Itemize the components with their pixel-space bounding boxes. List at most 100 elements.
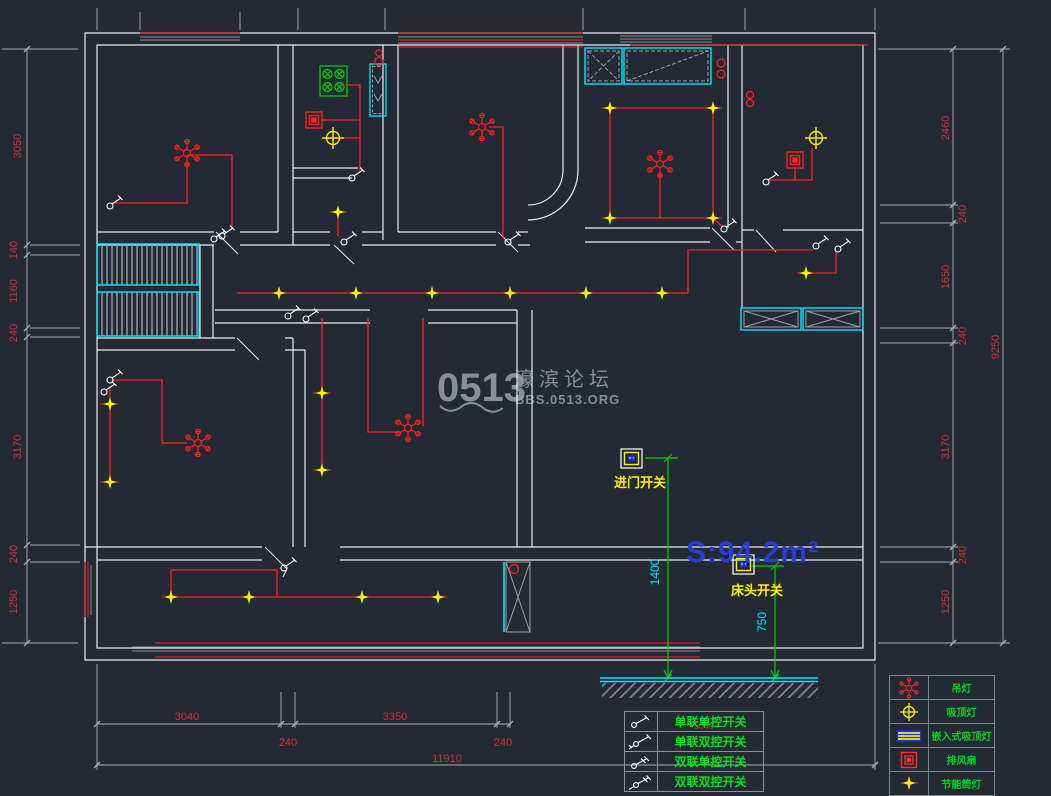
- exhaust-fan-icon: [890, 748, 929, 771]
- chandelier-icon: [395, 413, 421, 443]
- downlight-icon: [796, 265, 816, 281]
- legend-row: 吸顶灯: [890, 699, 994, 723]
- chandelier-icon: [174, 138, 200, 168]
- downlight-icon: [161, 589, 181, 605]
- floor-line: [600, 677, 818, 683]
- switch-legend-row: 双联双控开关: [625, 771, 763, 791]
- radiator-grille: [96, 243, 200, 337]
- dim-left-3: 240: [8, 324, 20, 342]
- window-lines: [90, 35, 712, 652]
- single-gang-single-control-switch-icon: [625, 712, 658, 731]
- watermark-logo: 0513: [437, 366, 526, 410]
- dim-bottom-3: 240: [494, 737, 512, 749]
- window-accent-lines: [84, 32, 868, 658]
- gas-stove: [319, 65, 348, 97]
- dim-left-5: 240: [8, 545, 20, 563]
- switch-icon: [284, 304, 302, 320]
- dim-right-2: 1650: [940, 265, 952, 289]
- sink-symbol: [374, 49, 755, 108]
- switch-legend-row: 双联单控开关: [625, 751, 763, 771]
- dim-right-1: 240: [957, 205, 969, 223]
- entry-switch-height: 1400: [648, 558, 662, 585]
- dim-left-6: 1250: [8, 590, 20, 614]
- fixtures: [96, 47, 864, 633]
- downlight-icon: [652, 285, 672, 301]
- switch-legend-label: 双联双控开关: [674, 775, 747, 789]
- dim-left-1: 140: [8, 241, 20, 259]
- wall-divider: [516, 310, 533, 547]
- switch-icon: [504, 230, 522, 246]
- wardrobe: [584, 47, 712, 85]
- walls: [84, 32, 876, 661]
- switch-legend-label: 单联单控开关: [674, 715, 747, 729]
- balcony-cabinet: [503, 561, 531, 633]
- switch-icon: [348, 166, 366, 182]
- wiring: [109, 84, 837, 598]
- switch-icon: [100, 380, 118, 396]
- fridge: [369, 63, 387, 117]
- dim-bottom-total: 11910: [432, 753, 462, 765]
- downlight-icon: [269, 285, 289, 301]
- light-symbols: [100, 100, 828, 605]
- dim-left-2: 1160: [8, 279, 20, 303]
- downlight-icon: [312, 385, 332, 401]
- switch-icon: [834, 237, 852, 253]
- legend-label: 吸顶灯: [946, 708, 977, 719]
- exhaust-fan-icon: [305, 111, 323, 129]
- door-swings: [215, 227, 777, 578]
- switch-icon: [106, 368, 124, 384]
- bedside-switch-label: 床头开关: [731, 583, 783, 598]
- legend-row: 节能筒灯: [890, 771, 994, 795]
- legend-label: 嵌入式吸顶灯: [931, 732, 992, 743]
- downlight-icon: [500, 285, 520, 301]
- dim-right-0: 2460: [940, 116, 952, 140]
- switch-icon: [762, 170, 780, 186]
- legend-label: 吊灯: [951, 684, 972, 695]
- chandelier-icon: [890, 676, 929, 699]
- legend-label: 排风扇: [946, 756, 977, 767]
- downlight-icon: [576, 285, 596, 301]
- area-label: S:94.2m²: [686, 536, 819, 569]
- switch-legend-row: 单联双控开关: [625, 731, 763, 751]
- dim-right-4: 3170: [940, 435, 952, 459]
- energy-downlight-icon: [890, 772, 929, 795]
- dim-left-0: 3050: [12, 134, 24, 158]
- dimension-lines: [2, 8, 1010, 770]
- bedside-switch-height: 750: [755, 612, 769, 632]
- downlight-icon: [600, 100, 620, 116]
- dim-bottom-1: 240: [279, 737, 297, 749]
- single-gang-two-way-switch-icon: [625, 732, 658, 751]
- double-gang-two-way-switch-icon: [625, 772, 658, 791]
- floor-plan-drawing: 0513 濠滨论坛 BBS.0513.ORG 进门开关 床头开关 1400 75…: [2, 8, 1010, 770]
- downlight-icon: [100, 474, 120, 490]
- downlight-icon: [328, 204, 348, 220]
- ceiling-lamp-icon: [804, 126, 828, 150]
- dimension-labels: 3050 140 1160 240 3170 240 1250 2460 240…: [8, 116, 1002, 765]
- bedside-switch-box: [732, 554, 755, 575]
- entry-switch-box: [620, 448, 643, 469]
- watermark-wave: [439, 402, 504, 413]
- downlight-icon: [100, 396, 120, 412]
- switch-legend: 单联单控开关 单联双控开关 双联单控开关 双联双控开关: [624, 711, 764, 792]
- switch-icon: [280, 556, 298, 572]
- dim-bottom-2: 3350: [383, 711, 407, 723]
- exhaust-fan-icon: [786, 151, 804, 169]
- downlight-icon: [703, 100, 723, 116]
- cad-canvas: 0513 濠滨论坛 BBS.0513.ORG 进门开关 床头开关 1400 75…: [2, 8, 1010, 796]
- dim-right-total: 9250: [990, 335, 1002, 359]
- switch-icon: [340, 230, 358, 246]
- switch-legend-label: 单联双控开关: [674, 735, 747, 749]
- watermark-site-name: 濠滨论坛: [514, 368, 614, 391]
- watermark-url: BBS.0513.ORG: [515, 392, 620, 407]
- switch-icon: [106, 194, 124, 210]
- dim-left-4: 3170: [12, 435, 24, 459]
- switch-legend-row: 单联单控开关: [625, 712, 763, 731]
- downlight-icon: [352, 589, 372, 605]
- downlight-icon: [346, 285, 366, 301]
- watermark: 0513 濠滨论坛 BBS.0513.ORG: [437, 366, 620, 413]
- entry-switch-label: 进门开关: [614, 475, 666, 490]
- dim-stray: 5040: [694, 721, 714, 731]
- dim-right-6: 1250: [940, 590, 952, 614]
- shoe-cabinet: [740, 307, 864, 331]
- downlight-icon: [428, 589, 448, 605]
